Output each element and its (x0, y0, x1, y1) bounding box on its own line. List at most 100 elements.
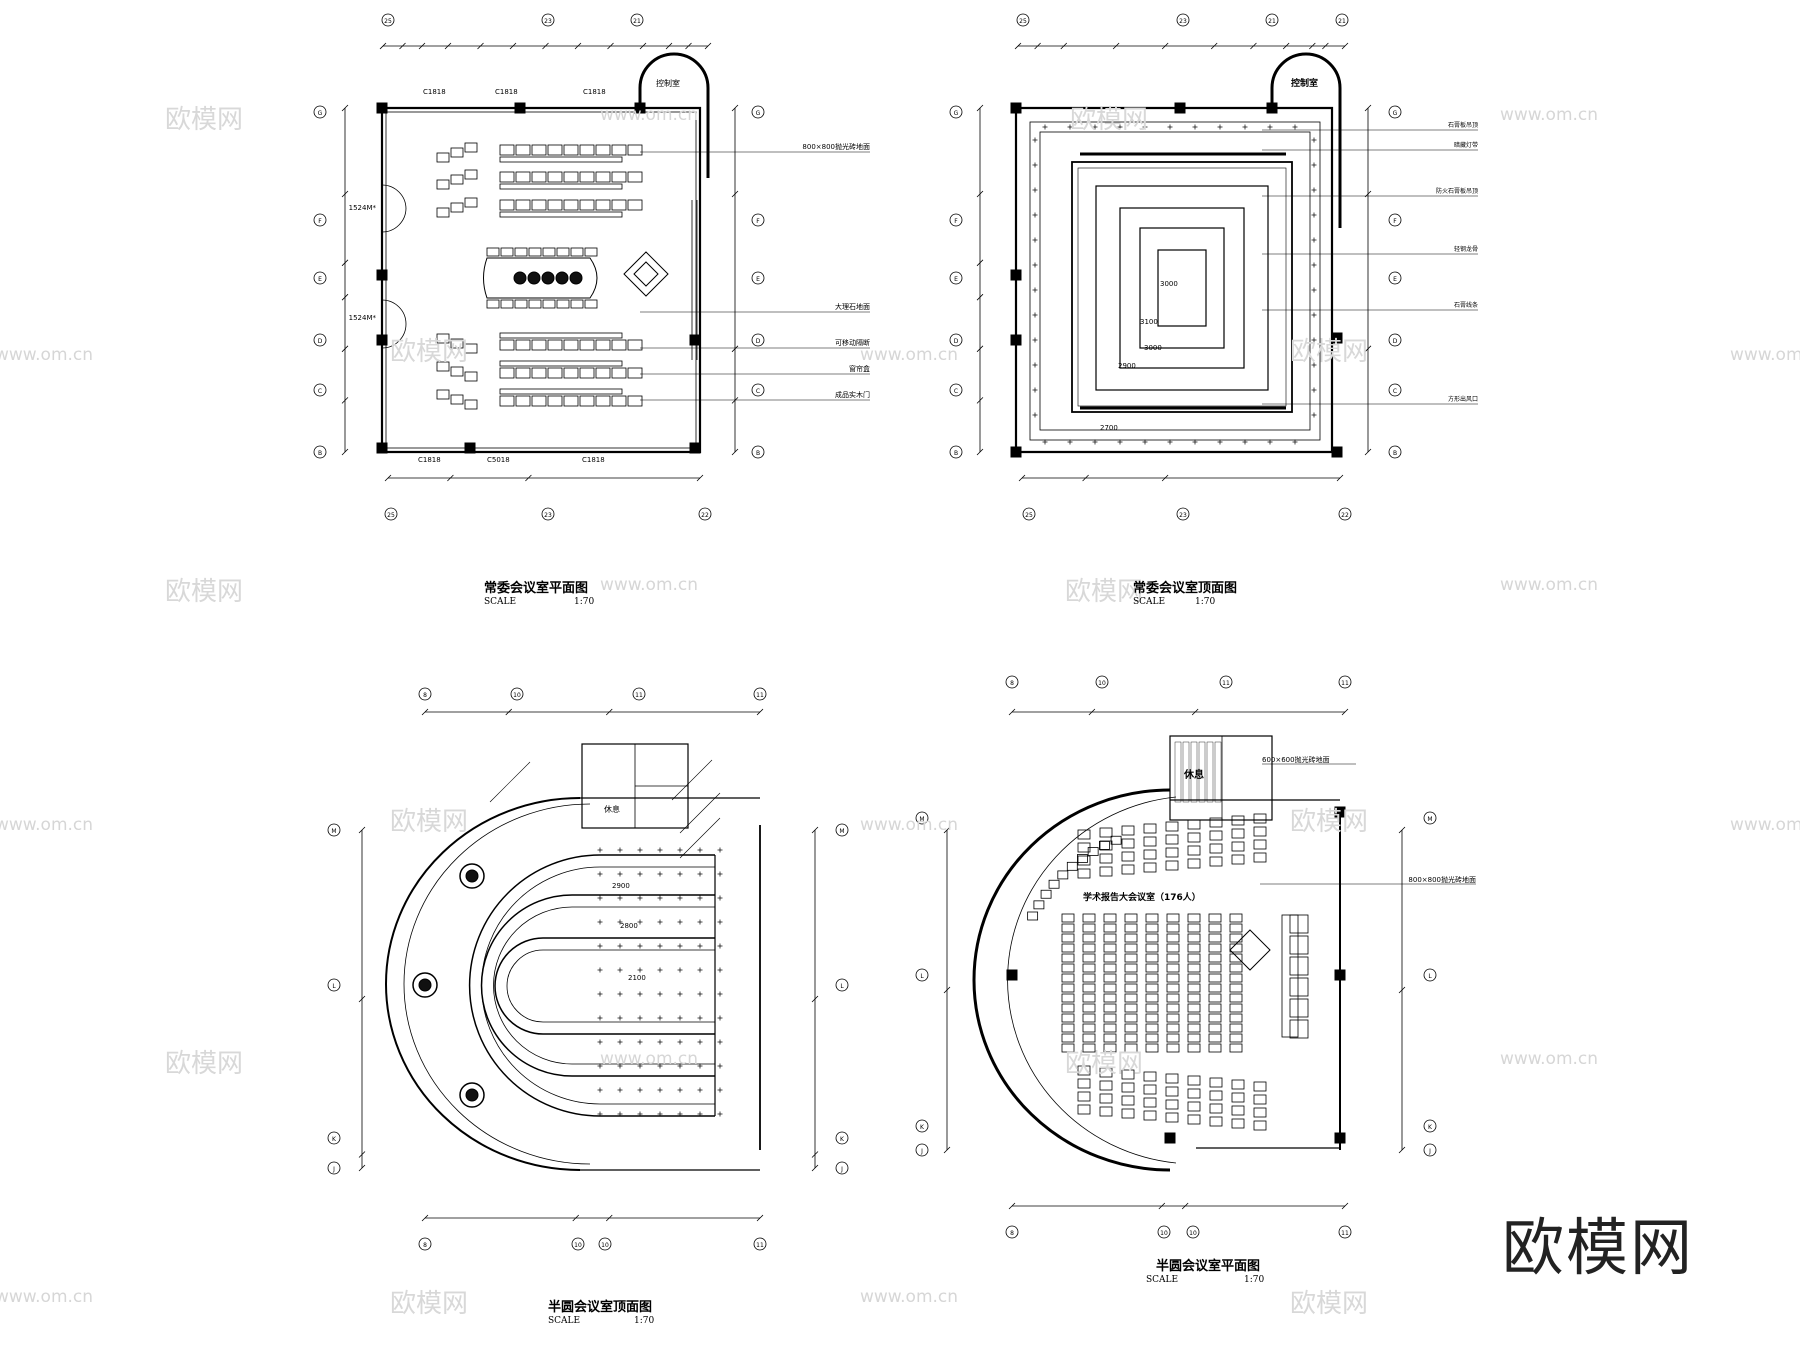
grid-top-text: 21 (1268, 18, 1276, 25)
dim-top-tick (639, 42, 647, 50)
grid-top-bubble (632, 687, 646, 701)
column (1010, 446, 1022, 458)
chair (595, 367, 611, 379)
note-label: 可移动隔断 (835, 338, 870, 347)
plan2-title: 常委会议室顶面图 (1133, 581, 1238, 596)
chair (515, 144, 531, 156)
dim-left-tick (943, 1146, 951, 1154)
angled-chair (436, 207, 450, 218)
seat (1187, 943, 1201, 953)
column (376, 334, 388, 346)
dim-bottom-tick (421, 1214, 429, 1222)
seat (1231, 1079, 1245, 1090)
dim-left-tick (341, 259, 349, 267)
dim-top-tick (1250, 42, 1257, 50)
watermark-brand: 欧模网 (165, 105, 243, 135)
chair (611, 199, 627, 211)
dim-bottom-tick (1181, 1202, 1189, 1210)
seat (1208, 973, 1222, 983)
seat (1165, 847, 1179, 858)
watermark-url: www.om.cn (600, 1049, 698, 1069)
seat (1187, 983, 1201, 993)
grid-left-text: F (954, 218, 958, 225)
seat (1103, 1003, 1117, 1013)
desk (499, 211, 623, 218)
angled-chair (450, 174, 464, 185)
grid-bottom-text: 10 (601, 1242, 609, 1249)
grid-right-text: M (1427, 816, 1432, 823)
seat (1209, 1103, 1223, 1114)
arc-seat (1048, 879, 1060, 889)
grid-right-text: L (1428, 973, 1432, 980)
seat (1082, 943, 1096, 953)
column (1334, 1132, 1346, 1144)
grid-top-text: 25 (1019, 18, 1027, 25)
desk (499, 183, 623, 190)
dim-left-tick (943, 986, 951, 994)
watermark-brand: 欧模网 (165, 1049, 243, 1079)
chair (563, 199, 579, 211)
dim-left-tick (358, 1164, 366, 1172)
seat (1165, 1112, 1179, 1123)
grid-right-bubble (835, 1131, 849, 1145)
dim-left-tick (341, 397, 349, 404)
seat (1143, 836, 1157, 847)
arc-seat (1027, 911, 1039, 921)
seat (1208, 1013, 1222, 1023)
chandelier-core (465, 869, 479, 883)
chair (595, 395, 611, 407)
grid-bottom-bubble (1005, 1225, 1019, 1239)
seat (1145, 913, 1159, 923)
grid-bottom-text: 23 (1179, 512, 1187, 519)
seat (1061, 1043, 1075, 1053)
seat (1253, 839, 1267, 850)
chair (499, 367, 515, 379)
podium-seat (1289, 914, 1309, 934)
watermark-brand: 欧模网 (1290, 1289, 1368, 1319)
seat (1061, 923, 1075, 933)
grid-left-text: B (954, 450, 958, 457)
dim-top-tick (607, 42, 614, 50)
dim-right-tick (1364, 190, 1372, 198)
seat (1187, 1088, 1201, 1099)
chair (563, 339, 579, 351)
podium-seat (1289, 998, 1309, 1018)
angled-chair (436, 179, 450, 190)
seat (1208, 1023, 1222, 1033)
seat (1166, 963, 1180, 973)
grid-left-text: G (954, 110, 959, 117)
angled-chair (464, 197, 478, 208)
grid-bottom-bubble (384, 507, 398, 521)
grid-right-text: G (1393, 110, 1398, 117)
seat (1077, 1078, 1091, 1089)
dim-right-tick (1398, 1146, 1406, 1154)
grid-right-bubble (1388, 213, 1402, 227)
chair (563, 395, 579, 407)
seat (1208, 1033, 1222, 1043)
column (1164, 1132, 1176, 1144)
watermark-url: www.om.cn (600, 575, 698, 595)
seat (1231, 1092, 1245, 1103)
grid-right-text: D (756, 338, 761, 345)
chair (499, 395, 515, 407)
seat (1231, 815, 1245, 826)
table-flower (569, 271, 583, 285)
dim-left-tick (976, 397, 984, 404)
ceiling-band-inner (493, 906, 715, 1065)
seat (1082, 923, 1096, 933)
seat (1099, 1093, 1113, 1104)
leader (679, 817, 721, 859)
seat (1187, 819, 1201, 830)
dim-bottom-tick (1082, 474, 1089, 482)
seat (1166, 993, 1180, 1003)
grid-left-bubble (949, 333, 963, 347)
dim-bottom-tick (756, 1214, 764, 1222)
arc-seat (1077, 854, 1088, 863)
angled-chair (464, 169, 478, 180)
seat (1229, 1003, 1243, 1013)
dim-top-tick (509, 42, 517, 50)
dim-top-tick (1309, 42, 1316, 50)
grid-left-bubble (915, 811, 929, 825)
chair (547, 339, 563, 351)
